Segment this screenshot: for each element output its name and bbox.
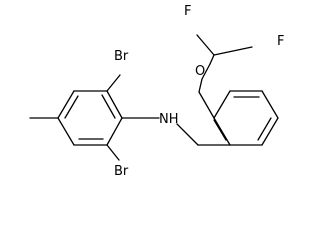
bond-chf2-o [201, 63, 211, 80]
ring-a-bond-c3-c4 [57, 90, 75, 119]
ring-a-bond-c6-c1 [106, 117, 123, 146]
ring-a-bond-c4-c5 [57, 117, 75, 146]
atom-labels: Br Br NH O F F [114, 4, 284, 179]
ring-b-bond-d5-d6-inner [257, 117, 272, 141]
bond-c6-br-bottom [106, 144, 120, 161]
bond-d2-o [198, 91, 215, 119]
atom-label-br-top: Br [114, 49, 129, 64]
bond-chf2-f-left [196, 34, 215, 56]
bond-o-chf2 [198, 78, 203, 93]
bond-chf2-center-down [209, 54, 215, 65]
ring-a-bond-c1-c2-inner [101, 94, 116, 119]
atom-label-f-left: F [184, 4, 191, 19]
atom-label-f-right: F [277, 34, 284, 49]
ring-b-bond-d1-d2 [213, 117, 231, 146]
atom-label-nh: NH [159, 112, 179, 127]
ring-a-bond-c3-c4-inner [64, 95, 79, 119]
atom-label-o: O [195, 64, 205, 79]
ring-b-bond-d5-d6 [261, 117, 279, 146]
bonds [29, 34, 279, 161]
bond-c2-br-top [106, 74, 121, 92]
bond-chf2-f-right [213, 46, 253, 56]
chemical-structure: Br Br NH O F F [29, 4, 284, 179]
ring-b-bond-d1-d2-inner [213, 119, 227, 141]
ring-a-bond-c1-c2 [106, 90, 123, 119]
ring-b-bond-d4-d5 [261, 90, 279, 119]
ring-b-bond-d2-d3 [213, 90, 231, 119]
atom-label-br-bottom: Br [114, 164, 129, 179]
bond-nh-ch2 [176, 123, 199, 146]
